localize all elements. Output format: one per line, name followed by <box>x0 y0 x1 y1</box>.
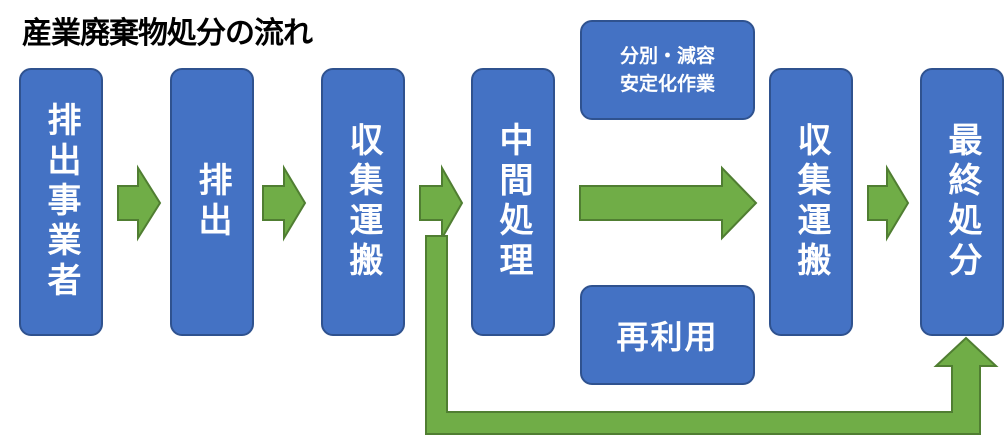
box-collection-1-label: 収集運搬 <box>343 122 383 282</box>
arrow-collection-to-intermediate <box>419 164 464 242</box>
box-reuse-label: 再利用 <box>616 318 719 356</box>
box-generator-label: 排出事業者 <box>41 102 81 302</box>
box-final-label: 最終処分 <box>942 122 982 282</box>
diagram-title: 産業廃棄物処分の流れ <box>22 16 313 51</box>
arrow-discharge-to-collection <box>262 164 307 242</box>
arrow-generator-to-discharge <box>117 164 162 242</box>
box-collection-2-label: 収集運搬 <box>791 122 831 282</box>
arrow-collection-2-to-final <box>867 164 910 242</box>
box-generator: 排出事業者 <box>19 68 103 336</box>
box-separation-line-1: 分別・減容 <box>619 45 715 67</box>
box-separation-line-2: 安定化作業 <box>619 73 715 95</box>
box-discharge-label: 排出 <box>192 162 232 242</box>
box-separation: 分別・減容 安定化作業 <box>580 20 755 120</box>
arrow-bypass-to-final <box>425 235 999 435</box>
box-collection-2: 収集運搬 <box>769 68 853 336</box>
box-discharge: 排出 <box>170 68 254 336</box>
box-collection-1: 収集運搬 <box>321 68 405 336</box>
box-final: 最終処分 <box>920 68 1004 336</box>
box-intermediate: 中間処理 <box>471 68 555 336</box>
box-reuse: 再利用 <box>580 285 755 385</box>
arrow-intermediate-to-collection-2 <box>579 165 758 241</box>
box-intermediate-label: 中間処理 <box>493 122 533 282</box>
